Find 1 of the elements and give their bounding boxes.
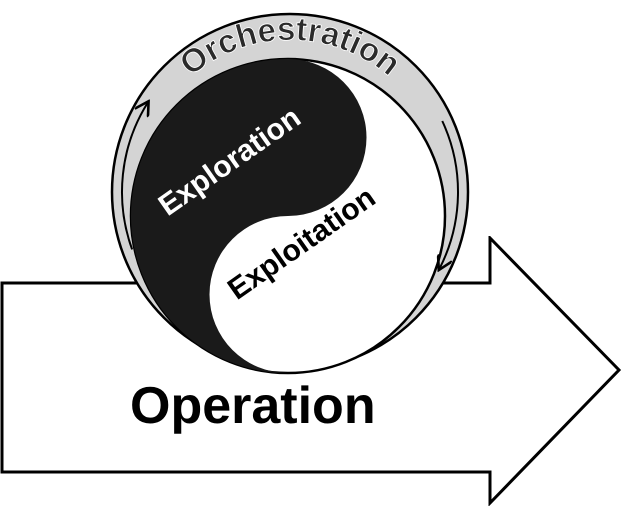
operation-label: Operation: [130, 380, 376, 432]
